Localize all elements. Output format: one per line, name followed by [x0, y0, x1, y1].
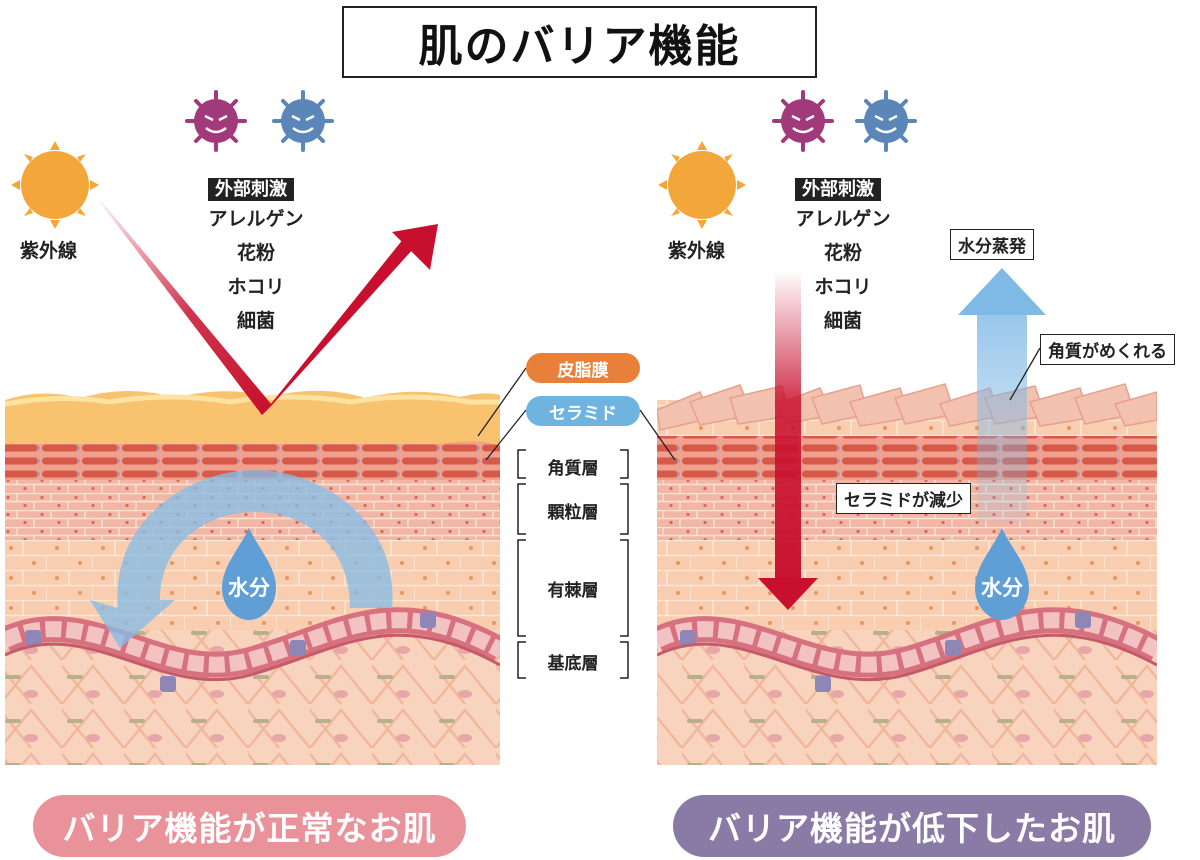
stimulus-list-right: アレルゲン 花粉 ホコリ 細菌 — [783, 202, 903, 338]
layer-brackets — [517, 449, 629, 679]
left-skin-section — [5, 390, 500, 765]
page-title: 肌のバリア機能 — [342, 6, 817, 78]
sun-icon-left — [11, 141, 99, 229]
uv-reflection-arrow — [92, 192, 438, 415]
stimulus-item: 細菌 — [823, 310, 862, 332]
stimulus-tag-right: 外部刺激 — [795, 178, 881, 201]
virus-purple-icon-right — [772, 90, 834, 152]
stimulus-item: アレルゲン — [208, 208, 304, 230]
stimulus-item: アレルゲン — [795, 208, 891, 230]
evaporation-arrow — [958, 268, 1046, 522]
virus-blue-icon-left — [272, 90, 334, 152]
layer-stratum-corneum: 角質層 — [547, 459, 599, 479]
layer-granular: 顆粒層 — [547, 503, 599, 523]
ceramide-decrease-label: セラミドが減少 — [836, 483, 971, 514]
peeling-label: 角質がめくれる — [1040, 334, 1175, 365]
water-label-left: 水分 — [228, 576, 270, 600]
stimulus-item: 花粉 — [823, 242, 862, 264]
layer-spinous: 有棘層 — [547, 581, 599, 601]
right-skin-section — [657, 383, 1157, 765]
virus-purple-icon-left — [185, 90, 247, 152]
stimulus-item: 細菌 — [236, 310, 275, 332]
evaporation-label: 水分蒸発 — [950, 229, 1034, 260]
stimulus-tag-left: 外部刺激 — [208, 178, 294, 201]
layer-basal: 基底層 — [547, 654, 599, 674]
water-drop-right — [975, 528, 1029, 620]
leader-lines — [477, 347, 1041, 461]
stimulus-list-left: アレルゲン 花粉 ホコリ 細菌 — [196, 202, 316, 338]
caption-normal-skin: バリア機能が正常なお肌 — [33, 795, 466, 857]
stimulus-item: ホコリ — [227, 276, 285, 298]
virus-blue-icon-right — [855, 90, 917, 152]
caption-impaired-skin: バリア機能が低下したお肌 — [673, 795, 1151, 857]
uv-label-left: 紫外線 — [20, 240, 78, 262]
sun-icon-right — [658, 141, 746, 229]
uv-label-right: 紫外線 — [668, 240, 726, 262]
moisture-circulation-arrow — [90, 470, 393, 648]
stimulus-item: ホコリ — [814, 276, 872, 298]
stimulus-item: 花粉 — [236, 242, 275, 264]
uv-penetration-arrow — [758, 270, 818, 610]
water-drop-left — [222, 528, 276, 620]
ceramide-label: セラミド — [526, 396, 640, 426]
water-label-right: 水分 — [981, 576, 1023, 600]
sebum-film-label: 皮脂膜 — [526, 353, 640, 383]
